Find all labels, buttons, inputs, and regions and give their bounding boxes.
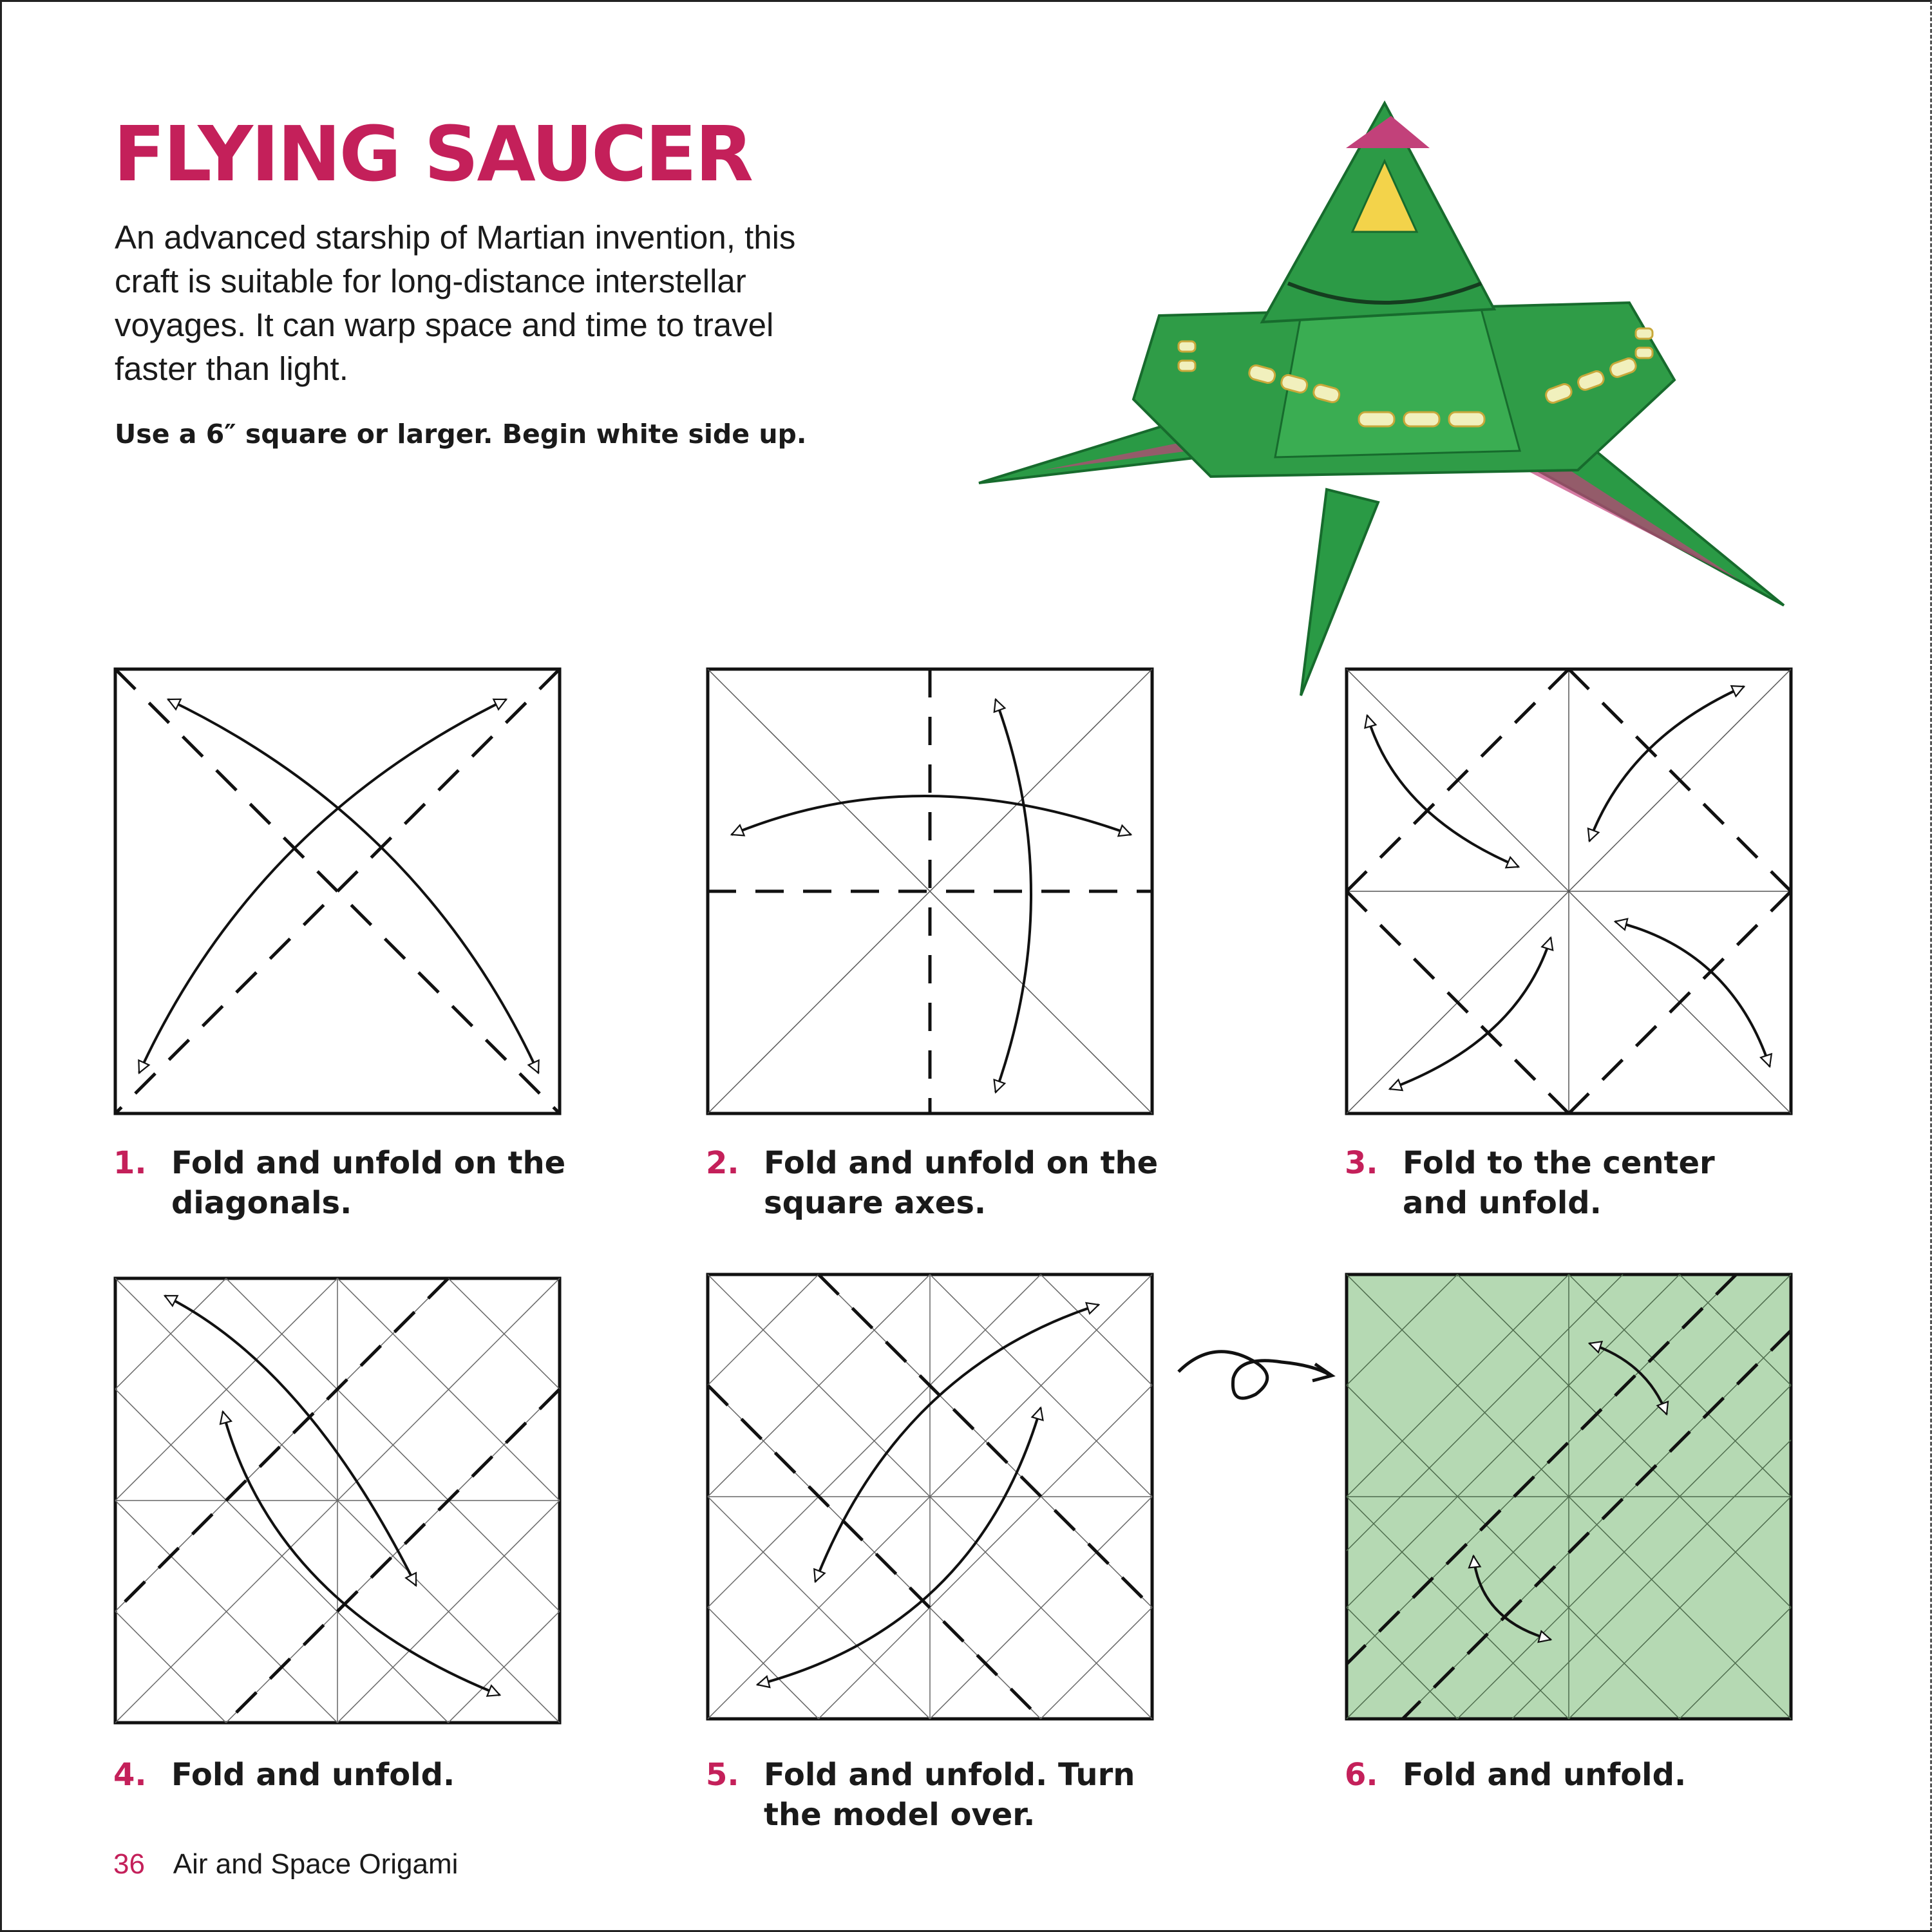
step-1-diagram (113, 667, 562, 1115)
intro-text: An advanced starship of Martian inventio… (115, 219, 796, 387)
step-text: Fold and unfold on the square axes. (764, 1145, 1159, 1221)
step-4-diagram (113, 1276, 562, 1725)
flying-saucer-model-photo (978, 100, 1785, 696)
step-2-diagram (706, 667, 1154, 1115)
turn-over-icon (1177, 1350, 1336, 1400)
step-number: 2. (706, 1145, 739, 1181)
step-6-diagram (1345, 1273, 1793, 1721)
paper-note: Use a 6″ square or larger. Begin white s… (115, 419, 807, 450)
step-text: Fold and unfold on the diagonals. (171, 1145, 566, 1221)
page-number: 36 (113, 1848, 145, 1880)
step-5-diagram (706, 1273, 1154, 1721)
page-footer: 36 Air and Space Origami (113, 1848, 458, 1880)
step-number: 4. (113, 1757, 147, 1793)
step-3-diagram (1345, 667, 1793, 1115)
page-title: FLYING SAUCER (113, 109, 753, 198)
step-text: Fold and unfold. (1403, 1757, 1687, 1793)
step-text: Fold to the center and unfold. (1403, 1145, 1715, 1221)
step-number: 5. (706, 1757, 739, 1793)
step-text: Fold and unfold. Turn the model over. (764, 1757, 1135, 1833)
step-number: 1. (113, 1145, 147, 1181)
step-text: Fold and unfold. (171, 1757, 455, 1793)
step-number: 3. (1345, 1145, 1378, 1181)
book-title: Air and Space Origami (173, 1848, 459, 1880)
step-number: 6. (1345, 1757, 1378, 1793)
